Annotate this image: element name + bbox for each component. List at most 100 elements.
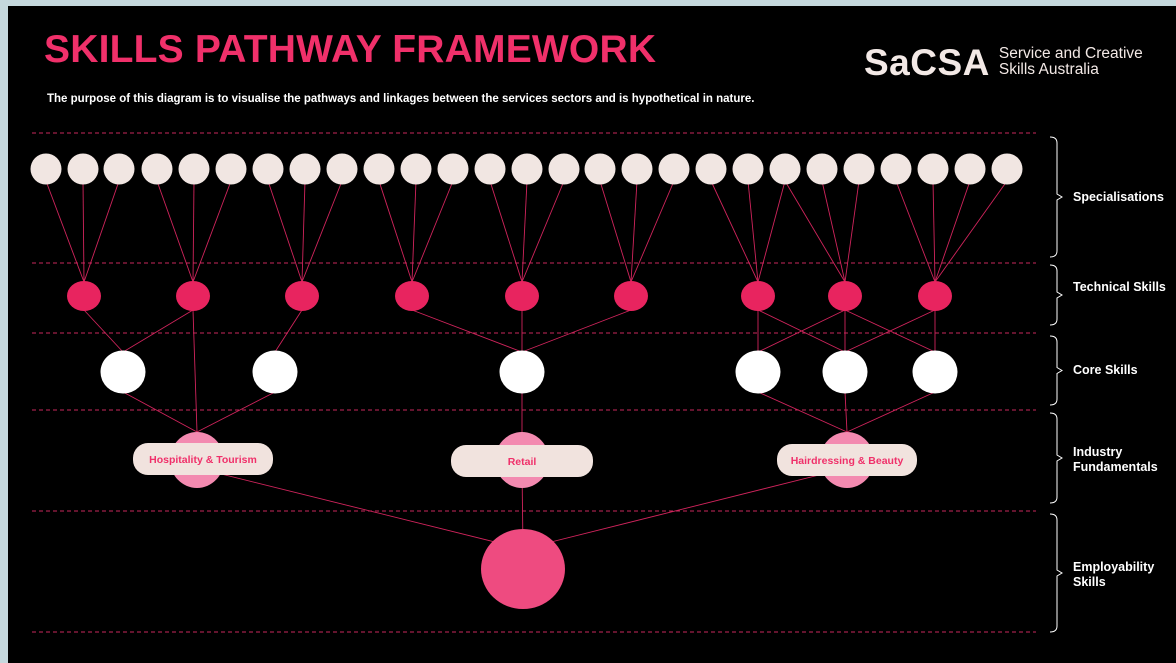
link-line [411,180,417,283]
logo-mark: SaCSA [864,41,990,83]
link-line [196,391,276,433]
link-line [521,180,528,283]
level-bracket [1049,513,1063,633]
core-skill-node [822,350,868,394]
level-dividers [32,132,1036,633]
level-bracket [1049,412,1063,504]
specialisation-node [474,153,506,185]
sacsa-logo: SaCSA Service and Creative Skills Austra… [864,42,1143,82]
industry-pill [777,444,917,476]
link-line [378,180,413,283]
link-line [192,309,198,433]
technical-skill-node [918,281,952,311]
link-line [630,180,675,283]
technical-skill-node [285,281,319,311]
level-bracket [1049,264,1063,326]
specialisation-node [511,153,543,185]
link-line [301,180,306,283]
link-line [895,180,936,283]
link-line [83,309,124,353]
specialisation-node [141,153,173,185]
level-bracket [1049,335,1063,406]
specialisation-node [437,153,469,185]
link-line [844,180,860,283]
specialisation-node [732,153,764,185]
core-skill-node [912,350,958,394]
technical-skill-node [614,281,648,311]
level-label-specialisations: Specialisations [1073,190,1165,204]
link-line [274,309,303,353]
core-skill-node [252,350,298,394]
diagram-panel [8,6,1176,663]
logo-text: Service and Creative Skills Australia [999,46,1143,78]
technical-skill-node [395,281,429,311]
employability-node [481,529,565,609]
node-links [45,180,1008,550]
link-line [784,180,846,283]
link-line [83,180,120,283]
core-skill-node [100,350,146,394]
link-line [934,180,971,283]
link-line [844,391,848,433]
diagram-nodes [30,153,1023,609]
specialisation-node [584,153,616,185]
industry-pill-label: Retail [508,456,537,468]
specialisation-node [695,153,727,185]
level-bracket [1049,136,1063,258]
link-line [757,309,846,353]
level-label-industry: Industry Fundamentals [1073,445,1158,474]
link-line [934,180,1008,283]
page-subtitle: The purpose of this diagram is to visual… [47,93,755,105]
specialisation-node [178,153,210,185]
link-line [45,180,85,283]
link-line [192,180,195,283]
link-line [757,391,848,433]
link-line [489,180,523,283]
link-line [747,180,759,283]
link-line [599,180,632,283]
specialisation-node [806,153,838,185]
link-line [122,309,194,353]
link-line [267,180,303,283]
link-line [844,309,936,353]
industry-pill-label: Hospitality & Tourism [149,454,257,466]
level-label-technical: Technical Skills [1073,280,1166,294]
specialisation-node [363,153,395,185]
link-line [630,180,638,283]
specialisation-node [215,153,247,185]
link-line [156,180,194,283]
specialisation-node [769,153,801,185]
link-line [522,467,848,550]
technical-skill-node [828,281,862,311]
logo-line-1: Service and Creative [998,45,1143,62]
specialisation-node [289,153,321,185]
specialisation-node [30,153,62,185]
level-brackets [1049,136,1063,633]
core-skill-node [499,350,545,394]
link-line [301,180,343,283]
technical-skill-node [67,281,101,311]
link-line [757,180,786,283]
specialisation-node [621,153,653,185]
link-line [82,180,85,283]
level-label-employability: Employability Skills [1073,560,1155,589]
logo-line-2: Skills Australia [998,61,1099,78]
link-line [122,391,198,433]
specialisation-node [991,153,1023,185]
specialisation-node [103,153,135,185]
technical-skill-node [741,281,775,311]
specialisation-node [252,153,284,185]
industry-pill [133,443,273,475]
link-line [710,180,759,283]
specialisation-node [400,153,432,185]
specialisation-node [917,153,949,185]
industry-pills: Hospitality & Tourism Retail Hairdressing … [133,443,917,477]
link-line [192,180,232,283]
level-label-core: Core Skills [1073,363,1138,377]
link-line [846,391,936,433]
link-line [932,180,936,283]
page-title: SKILLS PATHWAY FRAMEWORK [44,28,657,71]
industry-pill-label: Hairdressing & Beauty [791,455,904,467]
technical-skill-node [505,281,539,311]
